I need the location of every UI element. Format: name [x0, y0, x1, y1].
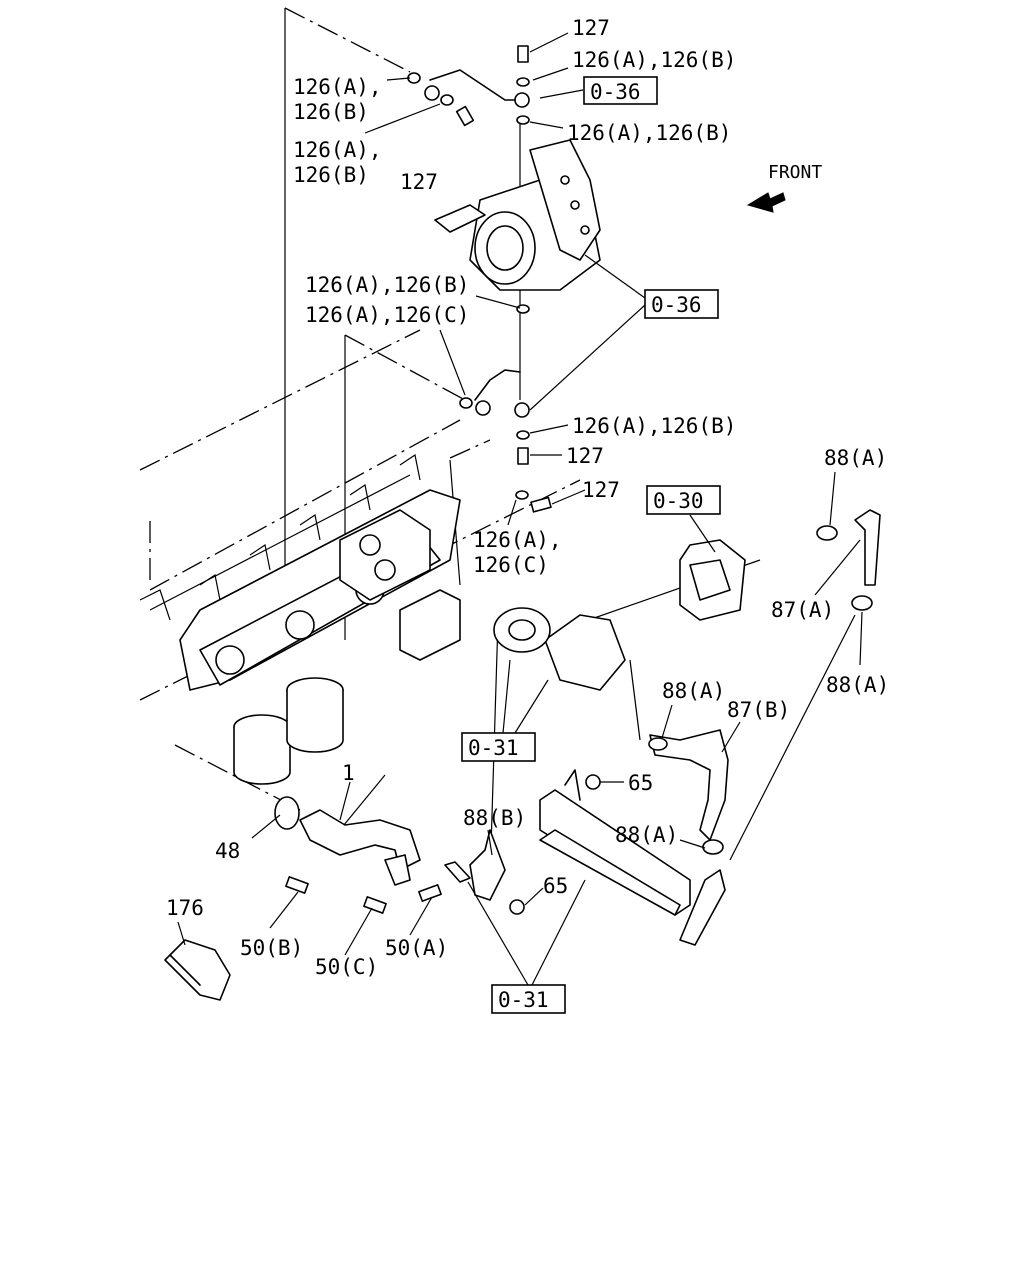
label-88a-2: 88(A): [826, 673, 889, 697]
ref-box-030: [646, 485, 721, 515]
front-arrow: [746, 192, 786, 213]
label-126b-left2: 126(B): [293, 163, 369, 187]
label-50c: 50(C): [315, 955, 378, 979]
exhaust-manifold: [139, 454, 461, 691]
water-pipe-assembly: [274, 796, 506, 901]
label-127-top: 127: [572, 16, 610, 40]
label-ref-031-2: 0-31: [498, 988, 549, 1012]
label-127-left: 127: [400, 170, 438, 194]
label-126ab-mid: 126(A),126(B): [305, 273, 469, 297]
engine-block-outline: [139, 7, 581, 811]
label-65-1: 65: [628, 771, 653, 795]
label-50a: 50(A): [385, 936, 448, 960]
label-87b: 87(B): [727, 698, 790, 722]
label-126a-left: 126(A),: [293, 75, 382, 99]
cover-176: [164, 939, 231, 1001]
cooler-parts: [493, 509, 881, 946]
label-leaders: [177, 32, 863, 986]
label-126b-left: 126(B): [293, 100, 369, 124]
ref-box-036-top: [583, 76, 658, 105]
label-127-low: 127: [566, 444, 604, 468]
label-126ab-upper-right: 126(A),126(B): [567, 121, 731, 145]
label-126ab-top: 126(A),126(B): [572, 48, 736, 72]
label-88b: 88(B): [463, 806, 526, 830]
label-ref-036-mid: 0-36: [651, 293, 702, 317]
label-126ac-mid: 126(A),126(C): [305, 303, 469, 327]
label-ref-031-1: 0-31: [468, 736, 519, 760]
label-50b: 50(B): [240, 936, 303, 960]
label-126a-low: 126(A),: [473, 528, 562, 552]
turbocharger: [434, 139, 601, 291]
label-front: FRONT: [768, 162, 822, 183]
label-88a-4: 88(A): [615, 823, 678, 847]
label-126a-left2: 126(A),: [293, 138, 382, 162]
bolts: [285, 45, 552, 914]
label-127-low2: 127: [582, 478, 620, 502]
ref-box-031-1: [461, 732, 536, 762]
label-ref-030: 0-30: [653, 489, 704, 513]
label-88a-1: 88(A): [824, 446, 887, 470]
label-88a-3: 88(A): [662, 679, 725, 703]
ref-box-031-2: [491, 984, 566, 1014]
label-ref-036-top: 0-36: [590, 80, 641, 104]
label-1: 1: [342, 761, 355, 785]
ref-box-036-mid: [644, 289, 719, 319]
label-48: 48: [215, 839, 240, 863]
label-65-2: 65: [543, 874, 568, 898]
label-126c-low: 126(C): [473, 553, 549, 577]
label-176: 176: [166, 896, 204, 920]
oil-pipes: [407, 69, 530, 500]
label-87a: 87(A): [771, 598, 834, 622]
label-126ab-low: 126(A),126(B): [572, 414, 736, 438]
oil-filters: [233, 677, 344, 785]
